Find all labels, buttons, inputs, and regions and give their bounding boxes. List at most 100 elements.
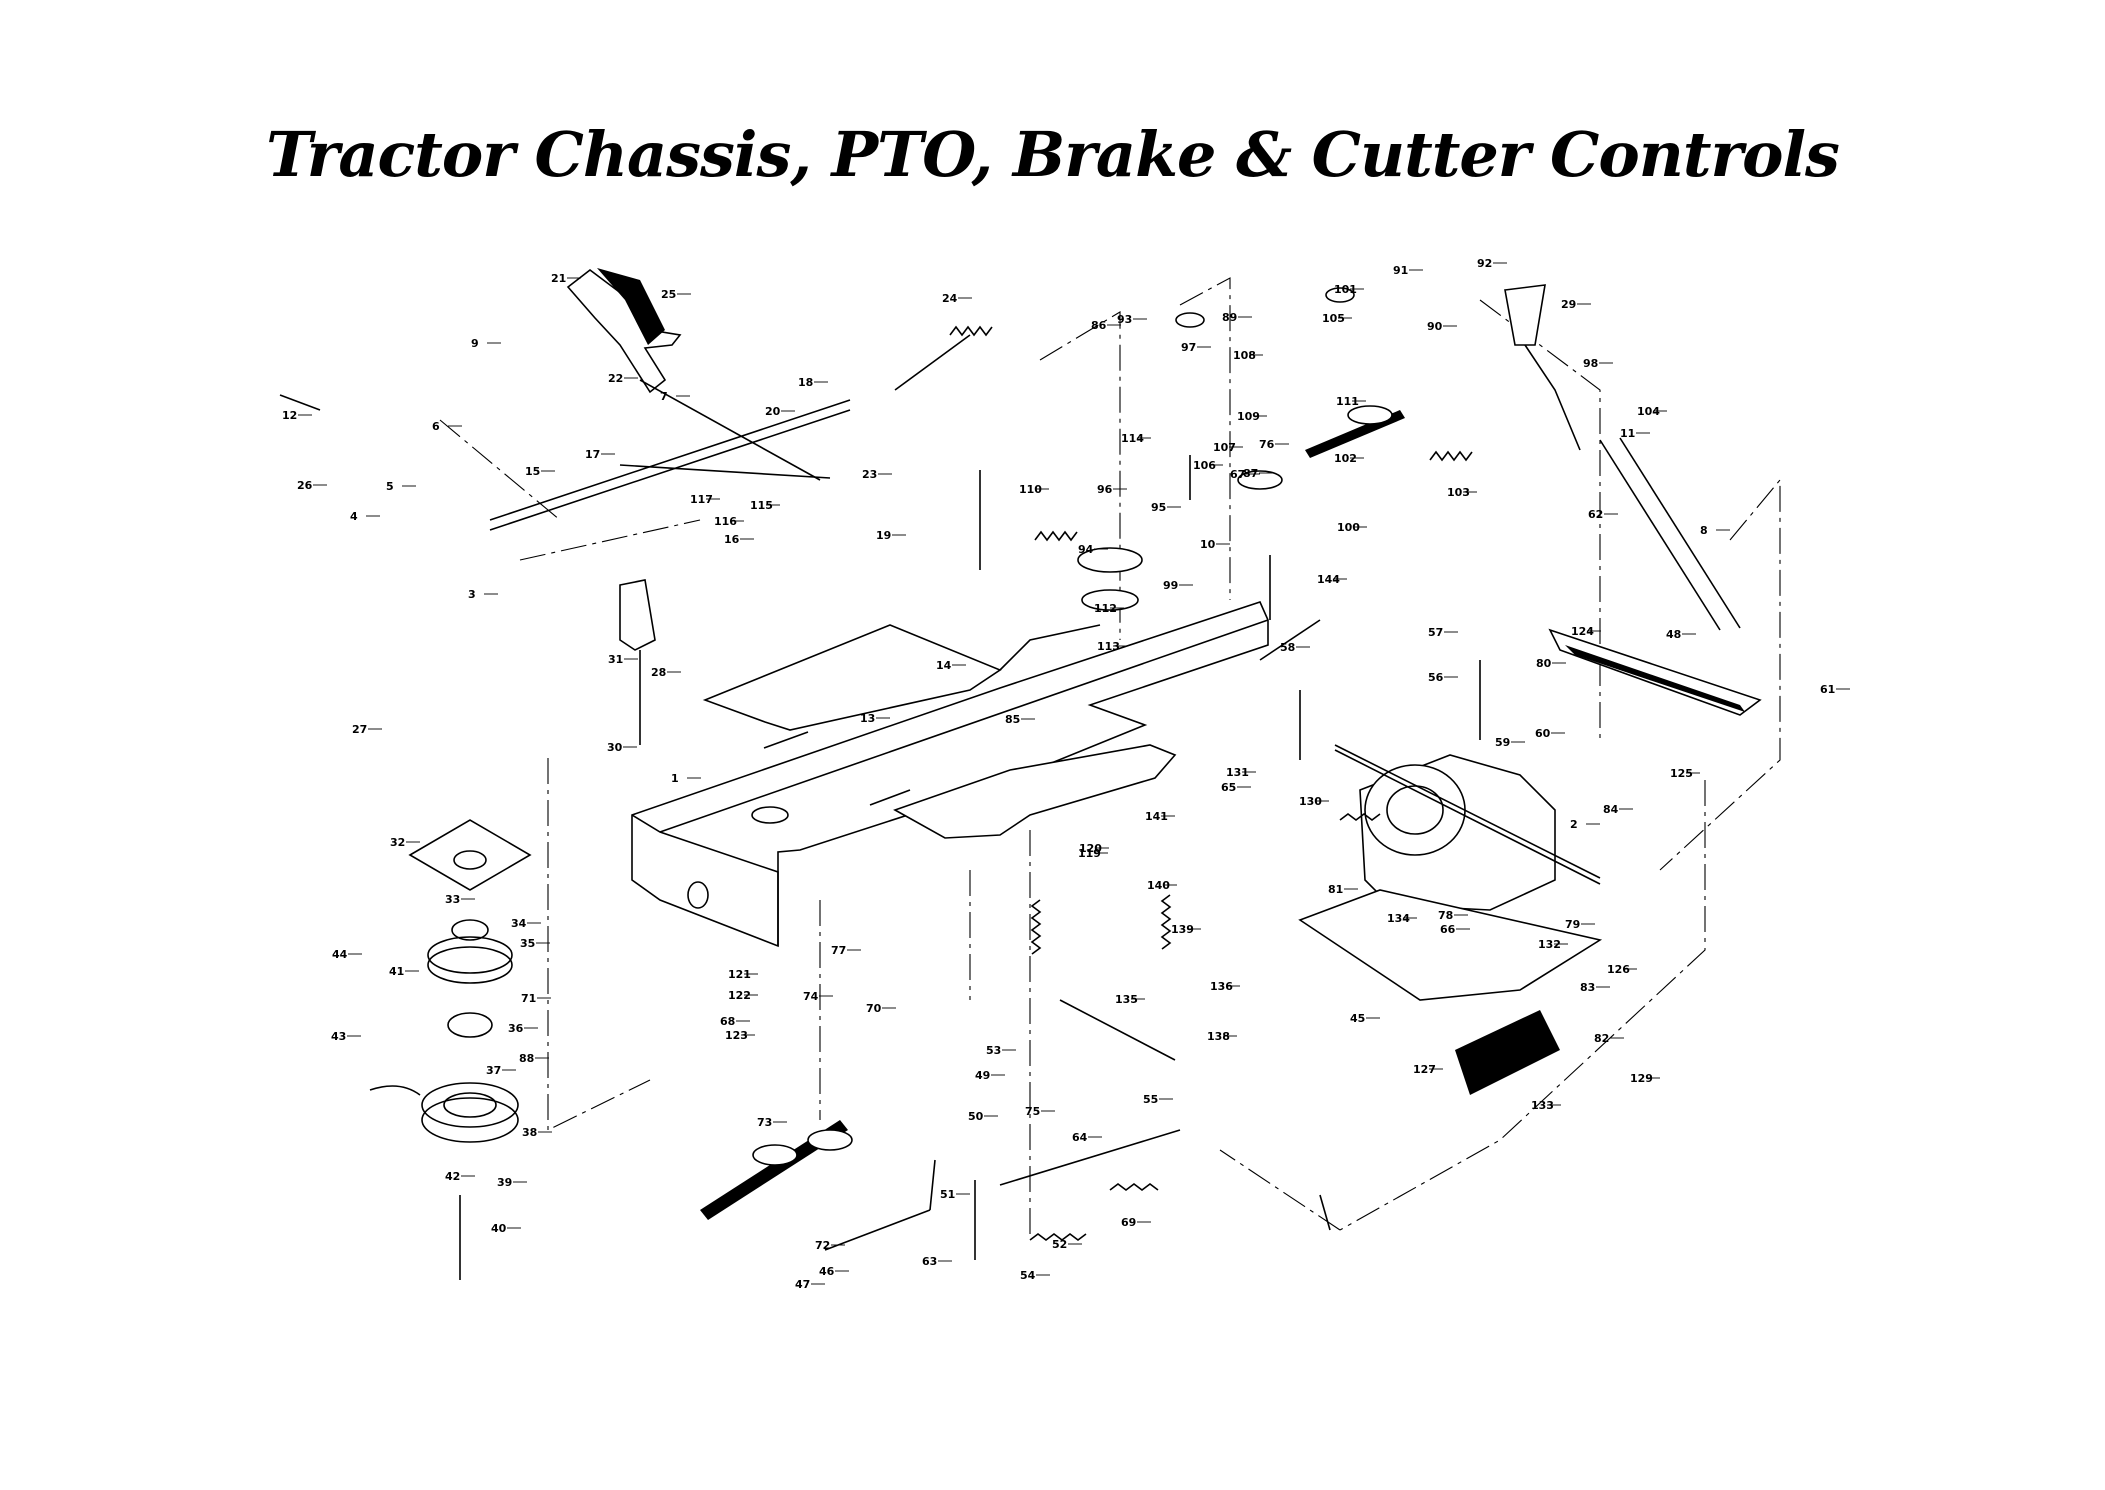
brake-pedal-assembly (489, 268, 971, 531)
callout-60: 60 (1535, 727, 1551, 740)
callout-105: 105 (1322, 312, 1345, 325)
callout-49: 49 (975, 1069, 990, 1082)
callout-141: 141 (1145, 810, 1168, 823)
callout-127: 127 (1413, 1063, 1436, 1076)
callout-138: 138 (1207, 1030, 1230, 1043)
callout-94: 94 (1078, 543, 1094, 556)
callout-33: 33 (445, 893, 460, 906)
callout-5: 5 (386, 480, 394, 493)
callout-67: 67 (1230, 468, 1245, 481)
callout-58: 58 (1280, 641, 1295, 654)
callout-23: 23 (862, 468, 877, 481)
callout-50: 50 (968, 1110, 984, 1123)
callout-59: 59 (1495, 736, 1510, 749)
callout-114: 114 (1121, 432, 1144, 445)
callout-44: 44 (332, 948, 348, 961)
callout-97: 97 (1181, 341, 1196, 354)
callout-78: 78 (1438, 909, 1453, 922)
callout-84: 84 (1603, 803, 1619, 816)
callout-87: 87 (1243, 467, 1258, 480)
pulleys (752, 287, 1393, 1166)
callout-120: 120 (1079, 842, 1102, 855)
callout-21: 21 (551, 272, 566, 285)
callout-53: 53 (986, 1044, 1001, 1057)
callout-10: 10 (1200, 538, 1216, 551)
callout-85: 85 (1005, 713, 1020, 726)
callout-107: 107 (1213, 441, 1236, 454)
callout-91: 91 (1393, 264, 1408, 277)
callout-89: 89 (1222, 311, 1237, 324)
callout-135: 135 (1115, 993, 1138, 1006)
callout-7: 7 (660, 390, 668, 403)
callout-68: 68 (720, 1015, 735, 1028)
callout-55: 55 (1143, 1093, 1158, 1106)
callout-132: 132 (1538, 938, 1561, 951)
callout-76: 76 (1259, 438, 1275, 451)
callout-6: 6 (432, 420, 440, 433)
callout-123: 123 (725, 1029, 748, 1042)
callout-51: 51 (940, 1188, 955, 1201)
callout-100: 100 (1337, 521, 1360, 534)
callout-14: 14 (936, 659, 952, 672)
callout-24: 24 (942, 292, 958, 305)
callout-81: 81 (1328, 883, 1343, 896)
callout-62: 62 (1588, 508, 1603, 521)
callout-2: 2 (1570, 818, 1578, 831)
callout-144: 144 (1317, 573, 1340, 586)
callout-42: 42 (445, 1170, 460, 1183)
callout-48: 48 (1666, 628, 1681, 641)
callout-124: 124 (1571, 625, 1594, 638)
callout-1: 1 (671, 772, 679, 785)
diagram-title: Tractor Chassis, PTO, Brake & Cutter Con… (266, 118, 1840, 191)
callout-77: 77 (831, 944, 846, 957)
callout-16: 16 (724, 533, 740, 546)
callout-3: 3 (468, 588, 476, 601)
levers (619, 284, 1741, 745)
callout-139: 139 (1171, 923, 1194, 936)
callout-86: 86 (1091, 319, 1107, 332)
callout-34: 34 (511, 917, 527, 930)
callout-11: 11 (1620, 427, 1635, 440)
callout-110: 110 (1019, 483, 1042, 496)
callout-116: 116 (714, 515, 737, 528)
callout-18: 18 (798, 376, 813, 389)
callout-45: 45 (1350, 1012, 1365, 1025)
callout-92: 92 (1477, 257, 1492, 270)
callout-73: 73 (757, 1116, 772, 1129)
callout-133: 133 (1531, 1099, 1554, 1112)
callout-38: 38 (522, 1126, 537, 1139)
callout-65: 65 (1221, 781, 1236, 794)
callout-30: 30 (607, 741, 623, 754)
callout-115: 115 (750, 499, 773, 512)
callout-4: 4 (350, 510, 358, 523)
callout-26: 26 (297, 479, 313, 492)
chassis-frame (631, 601, 1269, 948)
callout-109: 109 (1237, 410, 1260, 423)
callout-66: 66 (1440, 923, 1456, 936)
callout-70: 70 (866, 1002, 882, 1015)
callout-27: 27 (352, 723, 367, 736)
callout-74: 74 (803, 990, 819, 1003)
callout-90: 90 (1427, 320, 1443, 333)
callout-88: 88 (519, 1052, 534, 1065)
callout-41: 41 (389, 965, 404, 978)
pto-clutch-stack (369, 819, 532, 1280)
springs (949, 325, 1473, 1241)
callout-40: 40 (491, 1222, 507, 1235)
callout-63: 63 (922, 1255, 937, 1268)
callout-36: 36 (508, 1022, 524, 1035)
callout-57: 57 (1428, 626, 1443, 639)
callout-19: 19 (876, 529, 891, 542)
callout-46: 46 (819, 1265, 835, 1278)
callout-13: 13 (860, 712, 875, 725)
callout-39: 39 (497, 1176, 512, 1189)
callout-96: 96 (1097, 483, 1113, 496)
callout-99: 99 (1163, 579, 1178, 592)
callout-8: 8 (1700, 524, 1708, 537)
callout-106: 106 (1193, 459, 1216, 472)
callout-9: 9 (471, 337, 479, 350)
bolts-and-rods (279, 394, 1481, 1260)
callout-71: 71 (521, 992, 536, 1005)
callout-32: 32 (390, 836, 405, 849)
